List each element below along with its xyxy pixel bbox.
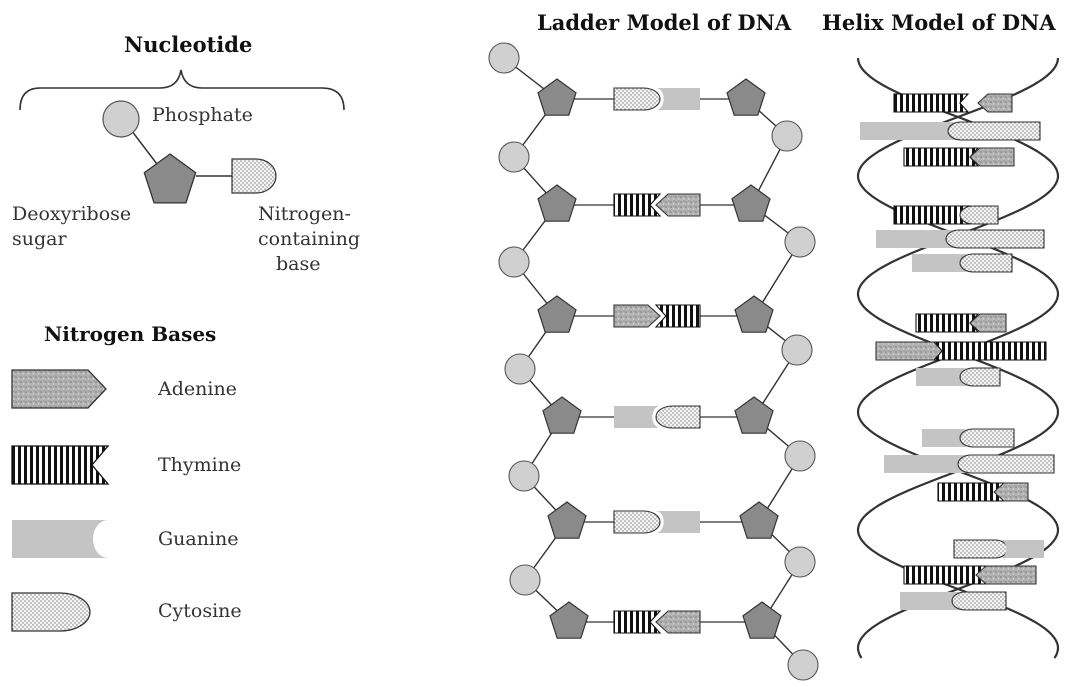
adenine-base bbox=[975, 565, 1037, 585]
sugar-label-line1: Deoxyribose bbox=[12, 203, 132, 225]
thymine-base bbox=[613, 193, 662, 217]
thymine-base bbox=[654, 304, 701, 328]
cytosine-base bbox=[655, 405, 701, 429]
deoxyribose-sugar bbox=[742, 601, 782, 639]
deoxyribose-sugar bbox=[537, 78, 577, 116]
phosphate bbox=[784, 440, 816, 472]
guanine-base bbox=[614, 406, 660, 428]
base-label-line1: Nitrogen- bbox=[258, 203, 351, 225]
nitrogen-base-shape bbox=[231, 158, 277, 194]
adenine-base bbox=[655, 193, 701, 217]
legend-label-cytosine: Cytosine bbox=[158, 600, 242, 622]
phosphate-label: Phosphate bbox=[152, 104, 253, 126]
thymine-base bbox=[893, 205, 972, 225]
ladder-model bbox=[488, 42, 819, 681]
deoxyribose-sugar bbox=[739, 501, 779, 539]
thymine-icon bbox=[11, 445, 110, 485]
adenine-icon bbox=[11, 369, 107, 409]
adenine-base bbox=[969, 313, 1007, 333]
guanine-icon bbox=[12, 520, 108, 558]
guanine-base bbox=[922, 429, 968, 447]
guanine-base bbox=[916, 368, 968, 386]
phosphate bbox=[508, 460, 540, 492]
cytosine-base bbox=[959, 253, 1013, 273]
guanine-base bbox=[656, 88, 700, 110]
guanine-base bbox=[876, 230, 958, 248]
phosphate bbox=[488, 42, 520, 74]
nucleotide-brace bbox=[19, 69, 345, 111]
phosphate bbox=[771, 120, 803, 152]
thymine-base bbox=[903, 147, 980, 167]
cytosine-base bbox=[957, 454, 1055, 474]
thymine-base bbox=[613, 610, 662, 634]
deoxyribose-sugar bbox=[734, 396, 774, 434]
phosphate bbox=[498, 246, 530, 278]
guanine-base bbox=[656, 511, 700, 533]
ladder-model-title: Ladder Model of DNA bbox=[537, 10, 792, 35]
deoxyribose-sugar bbox=[726, 78, 766, 116]
cytosine-base bbox=[959, 428, 1015, 448]
cytosine-base bbox=[613, 87, 661, 111]
base-label-line2: containing bbox=[258, 228, 361, 250]
helix-model-title: Helix Model of DNA bbox=[822, 10, 1056, 35]
base-label-line3: base bbox=[276, 253, 321, 275]
deoxyribose-sugar-shape bbox=[143, 153, 197, 204]
deoxyribose-sugar bbox=[537, 184, 577, 222]
adenine-base bbox=[977, 93, 1013, 113]
guanine-base bbox=[900, 592, 962, 610]
guanine-base bbox=[860, 122, 958, 140]
legend-label-thymine: Thymine bbox=[158, 454, 242, 476]
adenine-base bbox=[613, 304, 661, 328]
cytosine-base bbox=[959, 205, 999, 225]
deoxyribose-sugar bbox=[731, 184, 771, 222]
nucleotide-title: Nucleotide bbox=[124, 32, 253, 57]
thymine-base bbox=[932, 341, 1047, 361]
cytosine-base bbox=[959, 367, 1001, 387]
thymine-base bbox=[903, 565, 988, 585]
phosphate bbox=[784, 546, 816, 578]
deoxyribose-sugar bbox=[542, 396, 582, 434]
phosphate bbox=[784, 226, 816, 258]
deoxyribose-sugar bbox=[537, 295, 577, 333]
phosphate bbox=[787, 649, 819, 681]
legend-icons bbox=[11, 369, 110, 632]
nucleotide-diagram bbox=[19, 69, 345, 204]
deoxyribose-sugar bbox=[547, 501, 587, 539]
guanine-base bbox=[884, 455, 968, 473]
adenine-base bbox=[969, 147, 1015, 167]
guanine-base bbox=[1000, 540, 1044, 558]
phosphate-shape bbox=[102, 100, 140, 138]
thymine-base bbox=[893, 93, 970, 113]
cytosine-base bbox=[945, 229, 1045, 249]
cytosine-base bbox=[951, 591, 1007, 611]
adenine-base bbox=[875, 341, 945, 361]
cytosine-icon bbox=[11, 592, 91, 632]
phosphate bbox=[781, 334, 813, 366]
deoxyribose-sugar bbox=[549, 601, 589, 639]
adenine-base bbox=[993, 482, 1029, 502]
helix-model bbox=[856, 57, 1060, 659]
cytosine-base bbox=[947, 121, 1041, 141]
legend-label-guanine: Guanine bbox=[158, 528, 239, 550]
cytosine-base bbox=[953, 539, 1009, 559]
guanine-base bbox=[912, 254, 968, 272]
nitrogen-bases-title: Nitrogen Bases bbox=[44, 322, 217, 346]
sugar-label-line2: sugar bbox=[12, 228, 67, 250]
deoxyribose-sugar bbox=[734, 295, 774, 333]
legend-label-adenine: Adenine bbox=[158, 378, 237, 400]
phosphate bbox=[504, 353, 536, 385]
thymine-base bbox=[915, 313, 980, 333]
adenine-base bbox=[655, 610, 701, 634]
cytosine-base bbox=[613, 510, 661, 534]
phosphate bbox=[498, 141, 530, 173]
right-backbone bbox=[745, 98, 804, 666]
phosphate bbox=[509, 564, 541, 596]
